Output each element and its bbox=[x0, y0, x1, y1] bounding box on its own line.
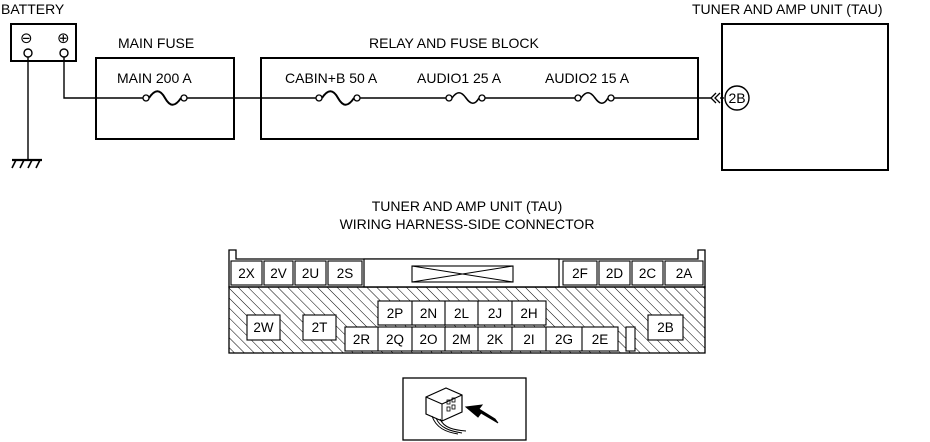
tau-title: TUNER AND AMP UNIT (TAU) bbox=[692, 1, 883, 17]
fuse-audio1-label: AUDIO1 25 A bbox=[417, 70, 502, 86]
pin-2X: 2X bbox=[238, 266, 255, 281]
connector-title-line1: TUNER AND AMP UNIT (TAU) bbox=[372, 198, 563, 214]
pin-2I: 2I bbox=[523, 332, 534, 347]
pin-2E: 2E bbox=[592, 332, 609, 347]
pin-2T: 2T bbox=[312, 320, 328, 335]
tau-box bbox=[721, 23, 889, 171]
battery-label: BATTERY bbox=[1, 1, 65, 17]
pin-2M: 2M bbox=[452, 332, 471, 347]
pin-2W: 2W bbox=[253, 320, 274, 335]
pin-2J: 2J bbox=[488, 306, 502, 321]
battery-box bbox=[10, 23, 77, 62]
tau-terminal-circle bbox=[724, 85, 750, 111]
pin-2P: 2P bbox=[387, 306, 404, 321]
pin-2N: 2N bbox=[420, 306, 437, 321]
main-fuse-label: MAIN 200 A bbox=[117, 70, 192, 86]
pin-2O: 2O bbox=[419, 332, 437, 347]
audio2-fuse-icon bbox=[574, 91, 615, 105]
connector-face bbox=[228, 249, 706, 354]
pin-2F: 2F bbox=[572, 266, 588, 281]
main-fuse-title: MAIN FUSE bbox=[118, 35, 194, 51]
main-fuse-icon bbox=[142, 90, 188, 106]
connector-chevron-icon bbox=[710, 92, 721, 104]
ground-icon bbox=[11, 158, 42, 169]
battery-negative-terminal bbox=[23, 48, 33, 58]
pin-2Q: 2Q bbox=[386, 332, 404, 347]
battery-minus-icon: ⊖ bbox=[20, 30, 33, 47]
battery-positive-terminal bbox=[59, 48, 69, 58]
connector-title-line2: WIRING HARNESS-SIDE CONNECTOR bbox=[340, 216, 595, 232]
tau-terminal-label: 2B bbox=[728, 90, 745, 106]
pin-2U: 2U bbox=[302, 266, 319, 281]
battery-plus-icon: ⊕ bbox=[57, 30, 70, 47]
pin-2D: 2D bbox=[606, 266, 624, 281]
pin-2R: 2R bbox=[353, 332, 371, 347]
pin-2H: 2H bbox=[520, 306, 537, 321]
pin-2A: 2A bbox=[676, 266, 693, 281]
pin-2S: 2S bbox=[337, 266, 354, 281]
cabin-fuse-icon bbox=[315, 90, 361, 106]
pin-2K: 2K bbox=[487, 332, 504, 347]
fuse-audio2-label: AUDIO2 15 A bbox=[545, 70, 630, 86]
audio1-fuse-icon bbox=[445, 91, 486, 105]
pin-2C: 2C bbox=[639, 266, 657, 281]
battery-positive-wire bbox=[63, 57, 96, 99]
pin-2L: 2L bbox=[454, 306, 470, 321]
pin-2G: 2G bbox=[555, 332, 573, 347]
fuse-cabin-label: CABIN+B 50 A bbox=[285, 70, 378, 86]
harness-view-icon bbox=[402, 377, 527, 441]
pin-2B: 2B bbox=[657, 320, 674, 335]
relay-block-title: RELAY AND FUSE BLOCK bbox=[369, 35, 540, 51]
pin-2V: 2V bbox=[270, 266, 287, 281]
